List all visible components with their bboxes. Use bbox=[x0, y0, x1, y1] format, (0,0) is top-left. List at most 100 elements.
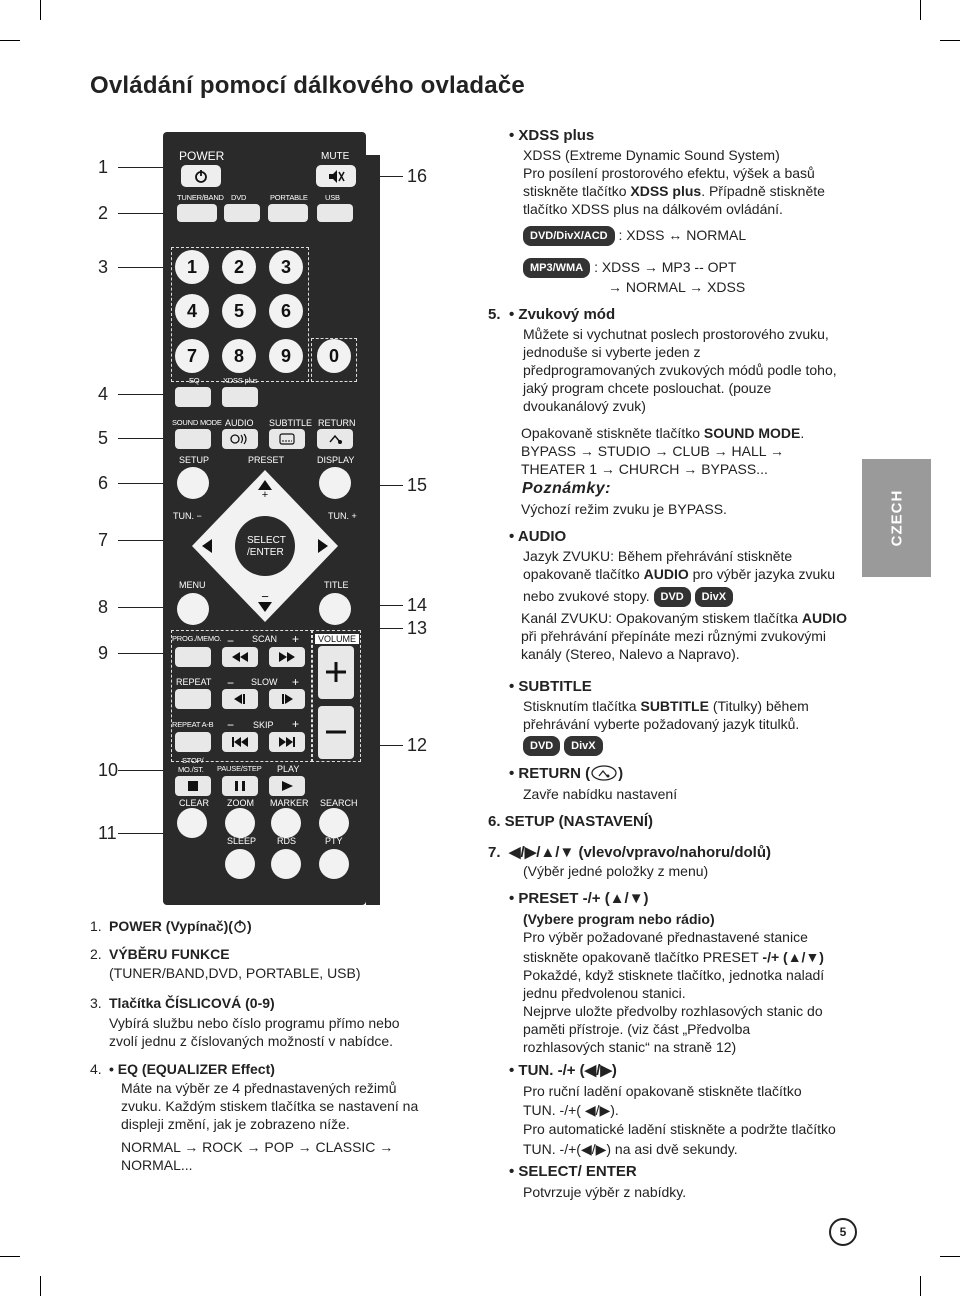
preset-down-button[interactable] bbox=[258, 599, 272, 613]
page-number: 5 bbox=[829, 1218, 857, 1246]
digit-6-button[interactable]: 6 bbox=[269, 294, 303, 328]
usb-button[interactable] bbox=[317, 204, 353, 222]
xdss-label: XDSS plus bbox=[223, 376, 258, 385]
digit-7-button[interactable]: 7 bbox=[175, 339, 209, 373]
note-text: Výchozí režim zvuku je BYPASS. bbox=[521, 501, 727, 517]
xdss-plus-button[interactable] bbox=[222, 387, 258, 407]
title-label: TITLE bbox=[324, 580, 349, 590]
zoom-button[interactable] bbox=[225, 808, 255, 838]
callout-7: 7 bbox=[98, 530, 109, 550]
down-arrow-icon bbox=[258, 602, 272, 612]
tuner-band-button[interactable] bbox=[177, 204, 217, 222]
callout-8: 8 bbox=[98, 597, 109, 617]
tun-plus-button[interactable] bbox=[316, 537, 332, 553]
prog-memo-button[interactable] bbox=[175, 647, 211, 667]
setup-button[interactable] bbox=[177, 467, 209, 499]
preset-text-5: Nejprve uložte předvolby rozhlasových st… bbox=[523, 1003, 823, 1019]
page-title: Ovládání pomocí dálkového ovladače bbox=[90, 72, 525, 99]
digit-4-button[interactable]: 4 bbox=[175, 294, 209, 328]
scan-minus-label: − bbox=[227, 634, 235, 648]
return-text: Zavře nabídku nastavení bbox=[523, 786, 678, 802]
volume-down-button[interactable] bbox=[318, 706, 354, 759]
title-button[interactable] bbox=[319, 593, 351, 625]
subtitle-button[interactable] bbox=[269, 429, 305, 449]
return-icon bbox=[329, 434, 342, 444]
slow-forward-button[interactable] bbox=[269, 689, 305, 709]
preset-up-button[interactable] bbox=[258, 479, 272, 493]
display-button[interactable] bbox=[319, 467, 351, 499]
rds-button[interactable] bbox=[271, 849, 301, 879]
power-button[interactable] bbox=[181, 165, 221, 187]
digit-5-button[interactable]: 5 bbox=[222, 294, 256, 328]
audio-button[interactable] bbox=[222, 429, 258, 449]
power-label: POWER bbox=[179, 149, 225, 163]
item-4-text-3: displeji změní, jak je zobrazeno níže. bbox=[121, 1116, 350, 1132]
scan-back-button[interactable] bbox=[222, 647, 258, 667]
callout-6: 6 bbox=[98, 473, 109, 493]
eq-sequence-end: NORMAL... bbox=[121, 1157, 193, 1173]
callout-2: 2 bbox=[98, 203, 109, 223]
navigation-text: (Výběr jedné položky z menu) bbox=[523, 863, 709, 879]
preset-label: PRESET bbox=[248, 455, 285, 465]
digit-3-button[interactable]: 3 bbox=[269, 250, 303, 284]
digit-9-button[interactable]: 9 bbox=[269, 339, 303, 373]
pty-button[interactable] bbox=[319, 849, 349, 879]
item-3-number: 3. bbox=[90, 995, 102, 1011]
scan-forward-button[interactable] bbox=[269, 647, 305, 667]
skip-previous-icon bbox=[232, 737, 248, 747]
sound-mode-text-1: Můžete si vychutnat poslech prostorového… bbox=[523, 326, 829, 342]
sound-mode-button[interactable] bbox=[175, 429, 211, 449]
crop-mark bbox=[0, 40, 20, 41]
return-label: RETURN bbox=[318, 418, 356, 428]
sound-mode-press: Opakovaně stiskněte tlačítko SOUND MODE. bbox=[521, 425, 805, 441]
xdss-text-2: Pro posílení prostorového efektu, výšek … bbox=[523, 165, 815, 181]
crop-mark bbox=[940, 1256, 960, 1257]
dvd-button[interactable] bbox=[224, 204, 260, 222]
slow-back-button[interactable] bbox=[222, 689, 258, 709]
menu-button[interactable] bbox=[177, 593, 209, 625]
digit-1-button[interactable]: 1 bbox=[175, 250, 209, 284]
pause-icon bbox=[235, 781, 245, 791]
skip-forward-button[interactable] bbox=[269, 732, 305, 752]
callout-9: 9 bbox=[98, 643, 109, 663]
volume-up-button[interactable] bbox=[318, 646, 354, 699]
slow-forward-icon bbox=[282, 694, 293, 704]
power-icon bbox=[234, 920, 246, 933]
pause-step-button[interactable] bbox=[222, 776, 258, 796]
slow-reverse-icon bbox=[234, 694, 245, 704]
digit-2-button[interactable]: 2 bbox=[222, 250, 256, 284]
mute-button[interactable] bbox=[316, 165, 356, 187]
repeat-ab-button[interactable] bbox=[175, 732, 211, 752]
eq-button[interactable] bbox=[175, 387, 211, 407]
preset-subtitle: (Vybere program nebo rádio) bbox=[523, 911, 715, 927]
sleep-button[interactable] bbox=[225, 849, 255, 879]
tun-minus-button[interactable] bbox=[197, 537, 213, 553]
skip-minus-label: − bbox=[227, 718, 235, 732]
repeat-button[interactable] bbox=[175, 689, 211, 709]
divx-badge: DivX bbox=[564, 736, 603, 757]
audio-text-6: kanály (Stereo, Nalevo a Napravo). bbox=[521, 646, 740, 662]
item-3-title: Tlačítka ČÍSLICOVÁ (0-9) bbox=[109, 995, 275, 1011]
play-button[interactable] bbox=[269, 776, 305, 796]
marker-button[interactable] bbox=[271, 808, 301, 838]
mp3-wma-badge: MP3/WMA bbox=[523, 258, 591, 279]
clear-button[interactable] bbox=[177, 808, 207, 838]
return-button[interactable] bbox=[317, 429, 353, 449]
dpad: + − bbox=[192, 470, 338, 622]
stop-button[interactable] bbox=[175, 776, 211, 796]
sound-mode-heading: • Zvukový mód bbox=[509, 306, 616, 323]
skip-back-button[interactable] bbox=[222, 732, 258, 752]
callout-14: 14 bbox=[407, 595, 428, 615]
digit-0-button[interactable]: 0 bbox=[317, 339, 351, 373]
mute-label: MUTE bbox=[321, 151, 350, 162]
marker-label: MARKER bbox=[270, 798, 309, 808]
crop-mark bbox=[40, 1276, 41, 1296]
search-button[interactable] bbox=[319, 808, 349, 838]
callout-1: 1 bbox=[98, 157, 109, 177]
callout-12: 12 bbox=[407, 735, 428, 755]
portable-button[interactable] bbox=[268, 204, 308, 222]
digit-8-button[interactable]: 8 bbox=[222, 339, 256, 373]
subtitle-text-2: přehrávání vyberte požadovaný jazyk titu… bbox=[523, 716, 800, 732]
select-enter-button[interactable] bbox=[220, 498, 310, 594]
subtitle-heading: • SUBTITLE bbox=[509, 678, 592, 695]
